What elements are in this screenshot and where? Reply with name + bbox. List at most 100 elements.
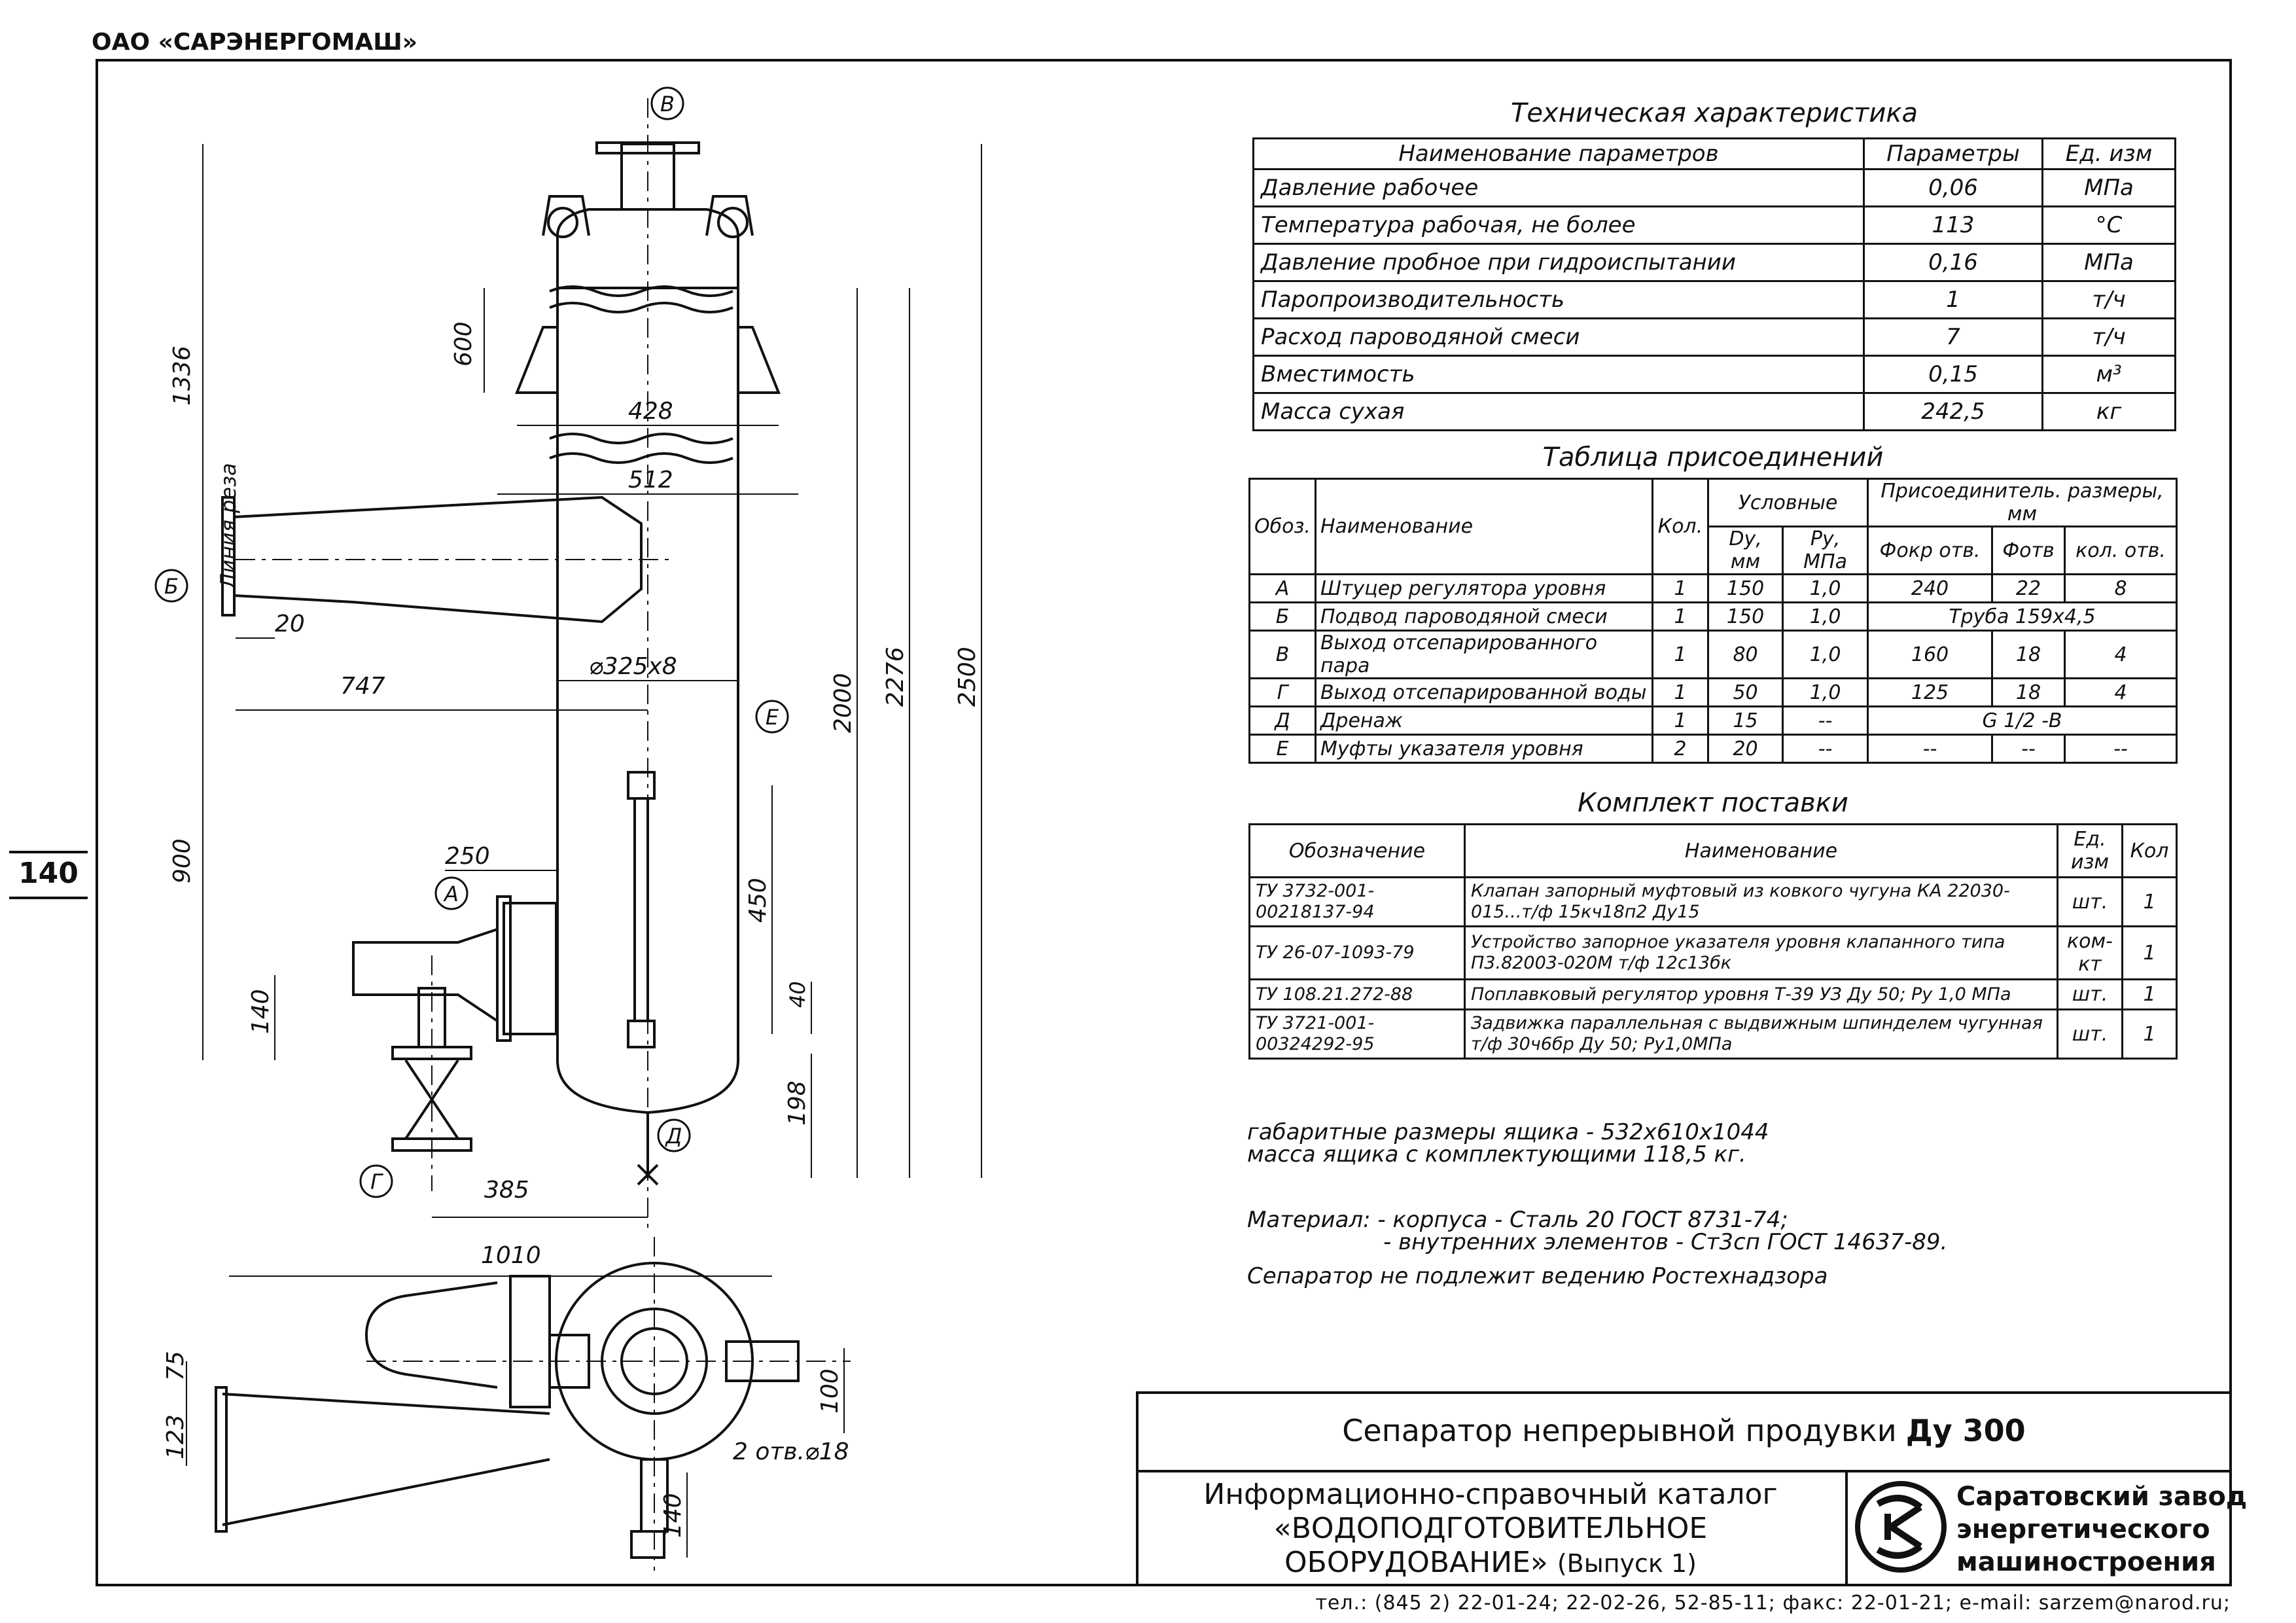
rostekhnadzor-note: Сепаратор не подлежит ведению Ростехнадз…	[1247, 1263, 1828, 1289]
conn-cell: 1	[1651, 601, 1709, 632]
conn-cell: А	[1248, 573, 1316, 603]
kit-cell: 1	[2121, 978, 2178, 1010]
kit-cell: шт.	[2057, 876, 2123, 927]
dim-600: 600	[450, 321, 477, 366]
title-block	[1136, 1391, 2232, 1586]
separator-drawing: 1336 600 428 512 Линия реза 20 747 ⌀325x…	[154, 86, 982, 1571]
conn-cell: 1,0	[1782, 677, 1869, 707]
conn-cell: Штуцер регулятора уровня	[1314, 573, 1653, 603]
dim-2500: 2500	[954, 647, 981, 707]
dim-428: 428	[628, 398, 673, 425]
box-mass-note: масса ящика с комплектующими 118,5 кг.	[1247, 1141, 1746, 1168]
conn-cell: Муфты указателя уровня	[1314, 734, 1653, 764]
tech-title: Техническая характеристика	[1510, 98, 1918, 128]
catalog-line-3-text: ОБОРУДОВАНИЕ»	[1284, 1546, 1548, 1579]
tech-cell: Паропроизводительность	[1252, 280, 1865, 319]
dim-2276: 2276	[882, 647, 909, 707]
conn-cell: 1	[1651, 630, 1709, 679]
conn-cell: В	[1248, 630, 1316, 679]
marker-g: Г	[370, 1169, 383, 1194]
conn-cell: Выход отсепарированного пара	[1314, 630, 1653, 679]
kit-cell: шт.	[2057, 978, 2123, 1010]
tech-header-value: Параметры	[1863, 137, 2043, 170]
kit-header-row: Обозначение Наименование Ед. изм Кол	[1248, 823, 2178, 878]
connections-table: Обоз. Наименование Кол. Условные Присоед…	[1248, 478, 2178, 764]
dim-40: 40	[785, 981, 810, 1008]
conn-cell: Выход отсепарированной воды	[1314, 677, 1653, 707]
tech-cell: 1	[1863, 280, 2043, 319]
holes-label: 2 отв.⌀18	[733, 1438, 849, 1465]
kit-cell: Задвижка параллельная с выдвижным шпинде…	[1464, 1008, 2058, 1060]
conn-h-du: Dу, мм	[1706, 526, 1784, 575]
marker-b: Б	[164, 574, 179, 599]
plant-line-3: машиностроения	[1956, 1547, 2216, 1577]
conn-cell: 240	[1867, 573, 1993, 603]
page-number: 140	[9, 851, 88, 899]
conn-cell: 1,0	[1782, 630, 1869, 679]
conn-cell: 50	[1706, 677, 1784, 707]
dim-747: 747	[340, 673, 385, 700]
material-note-2: - внутренних элементов - Ст3сп ГОСТ 1463…	[1383, 1229, 1948, 1255]
conn-cell: --	[1782, 705, 1869, 736]
kit-table: Обозначение Наименование Ед. изм Кол ТУ …	[1248, 823, 2178, 1060]
conn-cell: 160	[1867, 630, 1993, 679]
catalog-line-3: ОБОРУДОВАНИЕ» (Выпуск 1)	[1136, 1546, 1845, 1580]
conn-cell: 150	[1706, 601, 1784, 632]
conn-cell: 15	[1706, 705, 1784, 736]
dim-325: ⌀325x8	[589, 653, 677, 680]
kit-h-unit: Ед. изм	[2057, 823, 2123, 878]
conn-h-kol: Кол.	[1651, 478, 1709, 575]
kit-h-code: Обозначение	[1248, 823, 1466, 878]
dim-123: 123	[162, 1414, 189, 1459]
catalog-info: Информационно-справочный каталог «ВОДОПО…	[1136, 1472, 1848, 1586]
catalog-line-2: «ВОДОПОДГОТОВИТЕЛЬНОЕ	[1273, 1512, 1708, 1545]
conn-cell: 2	[1651, 734, 1709, 764]
marker-v: В	[660, 92, 675, 116]
tech-cell: т/ч	[2041, 317, 2176, 357]
dim-250: 250	[445, 843, 490, 870]
dim-2000: 2000	[830, 673, 857, 733]
tech-cell: 0,06	[1863, 168, 2043, 207]
cut-line-label: Линия реза	[216, 463, 241, 590]
tech-cell: Давление пробное при гидроиспытании	[1252, 243, 1865, 282]
conn-h-fokr: Фокр отв.	[1867, 526, 1993, 575]
conn-h-uslovnye: Условные	[1706, 478, 1869, 527]
conn-cell: G 1/2 -В	[1867, 705, 2178, 736]
conn-cell: 20	[1706, 734, 1784, 764]
kit-cell: 1	[2121, 876, 2178, 927]
dim-450: 450	[745, 878, 771, 923]
kit-cell: ТУ 3721-001-00324292-95	[1248, 1008, 1466, 1060]
tech-cell: °С	[2041, 205, 2176, 245]
conn-cell: 1,0	[1782, 573, 1869, 603]
conn-cell: 1,0	[1782, 601, 1869, 632]
conn-h-obozn: Обоз.	[1248, 478, 1316, 575]
tech-header-name: Наименование параметров	[1252, 137, 1865, 170]
kit-cell: Поплавковый регулятор уровня Т-39 УЗ Ду …	[1464, 978, 2058, 1010]
kit-h-qty: Кол	[2121, 823, 2178, 878]
conn-cell: Б	[1248, 601, 1316, 632]
product-name: Сепаратор непрерывной продувки	[1342, 1413, 1897, 1448]
conn-cell: Г	[1248, 677, 1316, 707]
company-name: ОАО «САРЭНЕРГОМАШ»	[92, 29, 418, 56]
conn-cell: 1	[1651, 705, 1709, 736]
dim-100: 100	[817, 1368, 843, 1414]
kit-cell: 1	[2121, 925, 2178, 980]
dim-1336: 1336	[169, 346, 196, 406]
conn-cell: Дренаж	[1314, 705, 1653, 736]
conn-cell: Е	[1248, 734, 1316, 764]
conn-header-row: Обоз. Наименование Кол. Условные Присоед…	[1248, 478, 2178, 575]
material-note-1: Материал: - корпуса - Сталь 20 ГОСТ 8731…	[1247, 1207, 1788, 1233]
tech-cell: 113	[1863, 205, 2043, 245]
tech-header-row: Наименование параметров Параметры Ед. из…	[1252, 137, 2176, 170]
kit-cell: ТУ 3732-001-00218137-94	[1248, 876, 1466, 927]
